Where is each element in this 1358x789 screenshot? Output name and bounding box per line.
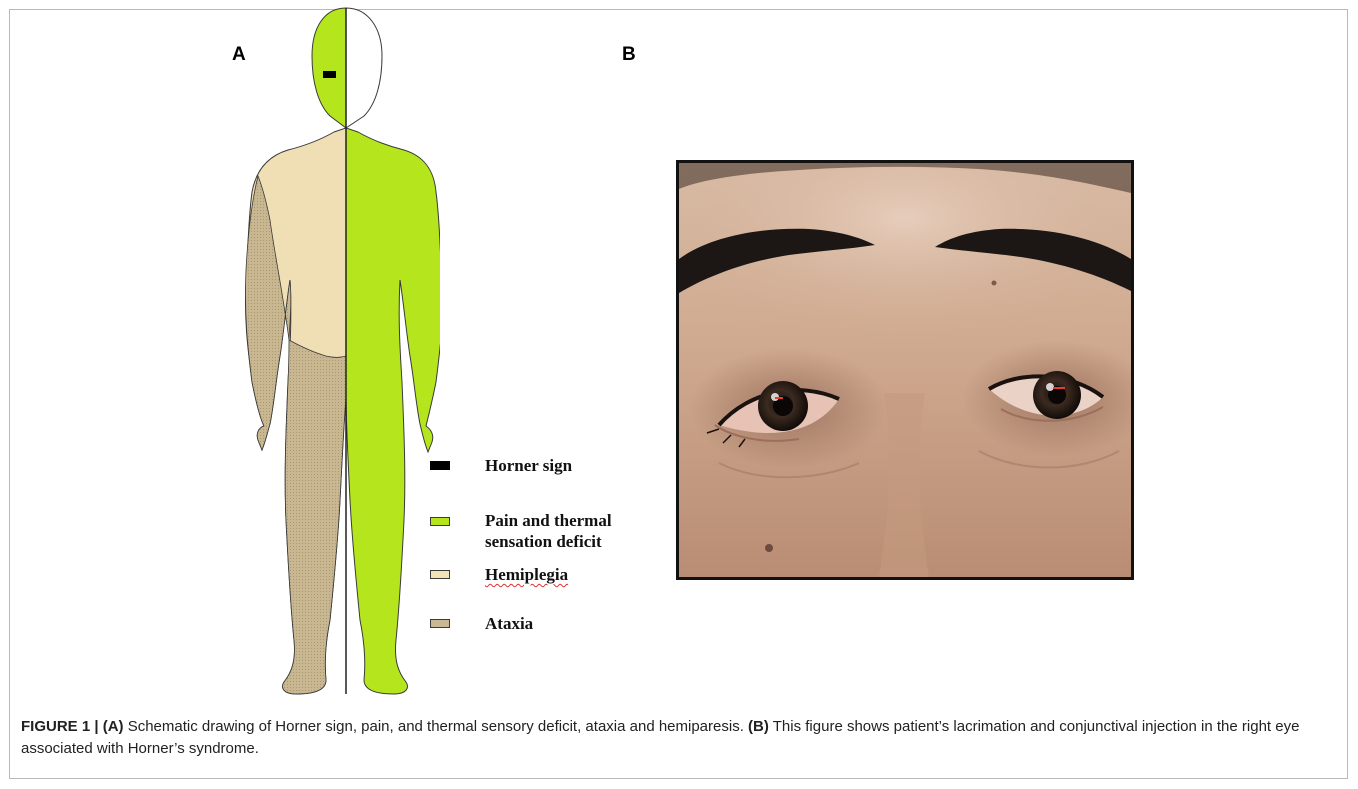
caption-figure-label: FIGURE 1 | [21, 718, 99, 735]
legend-label-hemiplegia: Hemiplegia [485, 564, 685, 585]
legend-label-horner: Horner sign [485, 455, 685, 476]
legend-label-ataxia: Ataxia [485, 613, 685, 634]
panel-label-b: B [622, 44, 636, 66]
patient-eyes-photo-drawing [679, 163, 1131, 577]
legend-swatch-pain-thermal [430, 517, 450, 526]
legend-label-pain-thermal-line1: Pain and thermal [485, 511, 612, 530]
caption-b-marker: (B) [748, 718, 769, 735]
patient-eyes-photo [676, 160, 1134, 580]
legend-swatch-horner [430, 461, 450, 470]
legend-label-pain-thermal-line2: sensation deficit [485, 532, 602, 551]
caption-a-text: Schematic drawing of Horner sign, pain, … [124, 718, 748, 735]
legend-swatch-ataxia [430, 619, 450, 628]
legend-swatch-hemiplegia [430, 570, 450, 579]
head-right-half [346, 8, 382, 128]
head-left-half [312, 8, 346, 128]
body-right-pain-thermal [346, 128, 440, 694]
caption-a-marker: (A) [103, 718, 124, 735]
body-schematic [200, 0, 440, 710]
figure-caption: FIGURE 1 | (A) Schematic drawing of Horn… [21, 716, 1341, 760]
legend-label-pain-thermal: Pain and thermal sensation deficit [485, 510, 685, 552]
horner-sign-marker [323, 71, 336, 78]
